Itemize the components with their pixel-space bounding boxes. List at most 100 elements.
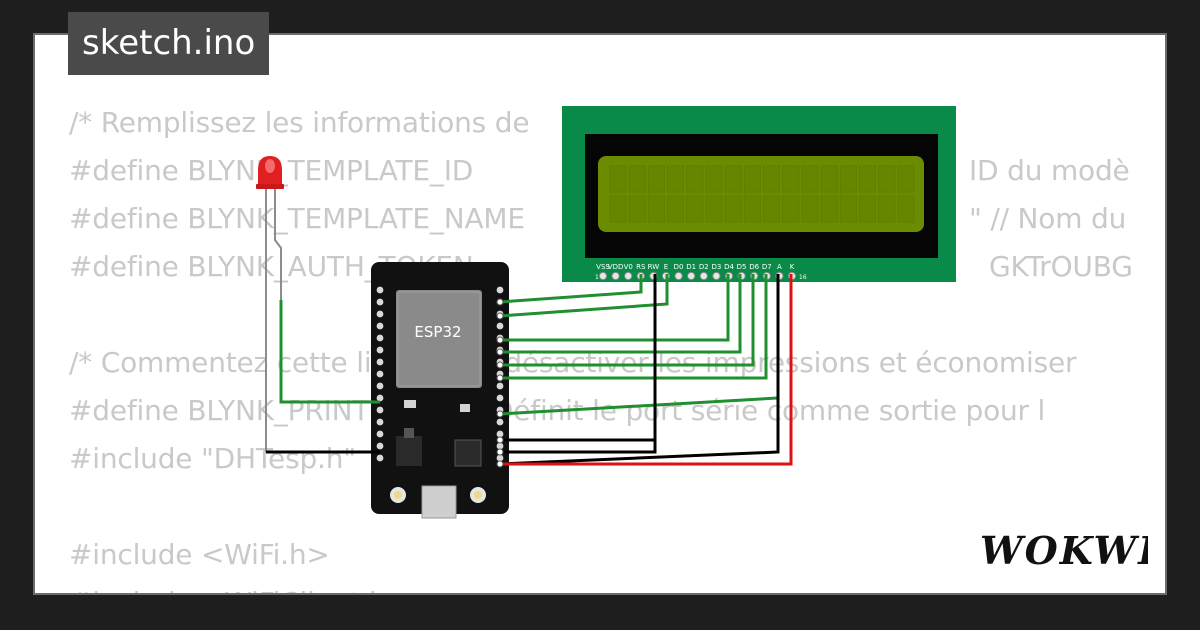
esp32-pin-left[interactable]: [376, 382, 384, 390]
file-tab[interactable]: sketch.ino: [68, 12, 270, 75]
wokwi-logo: WOKWI: [980, 528, 1148, 572]
lcd-cell: [897, 165, 915, 193]
lcd-cell: [801, 165, 819, 193]
esp32-pin-left[interactable]: [376, 370, 384, 378]
wires[interactable]: [266, 274, 793, 468]
lcd-cell: [820, 195, 838, 223]
code-line: #define BLYNK_TEMPLATE_NAME: [69, 202, 525, 235]
code-line: #include "DHTesp.h": [69, 442, 356, 475]
wire-lcd-rs[interactable]: [499, 274, 643, 304]
lcd-cell: [647, 165, 665, 193]
lcd-pin[interactable]: [598, 271, 608, 281]
lcd-cell: [628, 165, 646, 193]
lcd-pin-label: D3: [711, 263, 721, 271]
esp32-pin-left[interactable]: [376, 454, 384, 462]
wire-endpoint: [496, 436, 504, 444]
lcd-pin[interactable]: [687, 271, 696, 281]
esp32-pin-left[interactable]: [376, 358, 384, 366]
lcd-pin-label: D1: [686, 263, 696, 271]
esp32-pin-left[interactable]: [376, 394, 384, 402]
lcd-pin-label: K: [790, 263, 795, 271]
esp32-pin-left[interactable]: [376, 430, 384, 438]
code-line: /* Remplissez les informations de: [69, 106, 530, 139]
esp32-pin-right[interactable]: [496, 394, 504, 402]
wire-endpoint: [496, 460, 504, 468]
lcd-pin-label: RS: [636, 263, 646, 271]
wire-connection-points: [496, 298, 504, 468]
led-base: [256, 184, 284, 189]
wire-lcd-rw-gnd[interactable]: [500, 274, 657, 454]
esp32-pin-left[interactable]: [376, 322, 384, 330]
lcd-cell: [782, 165, 800, 193]
wire-endpoint: [496, 448, 504, 456]
lcd-cell: [859, 195, 877, 223]
lcd-cell: [743, 195, 761, 223]
wire-lcd-e[interactable]: [499, 274, 669, 318]
lcd-cell: [878, 165, 896, 193]
lcd-pin[interactable]: [611, 271, 620, 281]
code-line: #include <WiFi.h>: [69, 538, 330, 571]
lcd-pin[interactable]: [674, 271, 683, 281]
code-fragment: GKTrOUBGIS: [989, 250, 1131, 283]
wire-lcd-d5[interactable]: [500, 274, 742, 354]
wire-endpoint: [496, 298, 504, 306]
lcd-cell: [801, 195, 819, 223]
red-led[interactable]: [256, 156, 284, 452]
code-fragment: " // Nom du: [969, 202, 1127, 235]
wokwi-logo-text: WOKWI: [980, 528, 1148, 572]
wire-lcd-k-gnd[interactable]: [499, 274, 780, 466]
esp32-pin-right[interactable]: [496, 454, 504, 462]
lcd-cell: [820, 165, 838, 193]
esp32-pin-right[interactable]: [496, 430, 504, 438]
esp32-pin-left[interactable]: [376, 310, 384, 318]
lcd-pin[interactable]: [712, 271, 721, 281]
wire-lcd-vcc[interactable]: [500, 274, 793, 466]
wire-lcd-d6[interactable]: [500, 274, 755, 367]
esp32-pin-left[interactable]: [376, 334, 384, 342]
lcd-pin-label: A: [777, 263, 782, 271]
esp32-board[interactable]: ESP32: [371, 262, 509, 519]
esp32-pin-left[interactable]: [376, 442, 384, 450]
lcd-cell: [859, 165, 877, 193]
esp32-pin-right[interactable]: [496, 442, 504, 450]
lcd-pin-last-label: 16: [799, 274, 807, 281]
lcd-cell: [705, 195, 723, 223]
lcd-cell: [667, 165, 685, 193]
lcd-cell: [686, 195, 704, 223]
reset-button-cap: [474, 491, 482, 499]
lcd-pin-label: D2: [699, 263, 709, 271]
lcd-pin[interactable]: [699, 271, 708, 281]
esp32-pin-headers[interactable]: [376, 286, 504, 462]
esp32-pin-left[interactable]: [376, 346, 384, 354]
lcd-cell: [609, 165, 627, 193]
boot-button-cap: [394, 491, 402, 499]
esp32-pin-right[interactable]: [496, 382, 504, 390]
lcd-character-cells: [609, 165, 915, 223]
wire-lcd-d4[interactable]: [500, 274, 730, 342]
lcd-pin[interactable]: [624, 271, 633, 281]
esp32-pin-left[interactable]: [376, 298, 384, 306]
wire-endpoint: [496, 336, 504, 344]
wire-endpoint: [496, 312, 504, 320]
wire-endpoint: [496, 348, 504, 356]
code-fragment: ID du modèle: [969, 154, 1131, 187]
lcd-cell: [724, 195, 742, 223]
wire-led-anode[interactable]: [279, 300, 380, 404]
esp32-pin-right[interactable]: [496, 322, 504, 330]
wire-lcd-d7[interactable]: [500, 274, 768, 380]
usb-port[interactable]: [421, 485, 457, 519]
esp32-shield-outline: [397, 291, 481, 387]
led-highlight: [265, 159, 275, 173]
wire-lcd-a[interactable]: [499, 274, 780, 416]
esp32-pin-left[interactable]: [376, 418, 384, 426]
lcd-pin-label: VSS: [596, 263, 610, 271]
esp32-pin-right[interactable]: [496, 418, 504, 426]
lcd-pin-label: E: [664, 263, 668, 271]
lcd-pin-label: V0: [624, 263, 633, 271]
esp32-pin-left[interactable]: [376, 406, 384, 414]
lcd-cell: [686, 165, 704, 193]
esp32-pin-left[interactable]: [376, 286, 384, 294]
esp32-pin-right[interactable]: [496, 286, 504, 294]
